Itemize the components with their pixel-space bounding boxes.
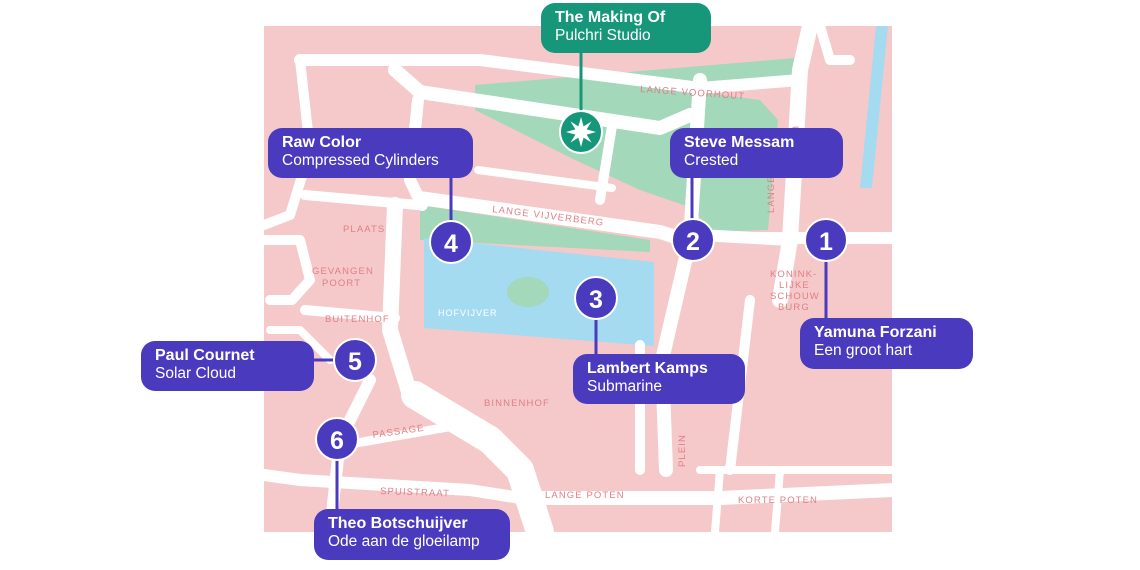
place-label-schouwburg-2: LIJKE — [779, 280, 810, 291]
special-location-card[interactable]: The Making Of Pulchri Studio — [541, 3, 711, 53]
place-label-binnenhof: BINNENHOF — [484, 398, 550, 409]
work-title-3: Submarine — [587, 378, 662, 395]
street-label-lange-vertical: LANGE — [766, 175, 777, 213]
artist-name-2: Steve Messam — [684, 134, 795, 151]
artist-name-1: Yamuna Forzani — [814, 324, 937, 341]
work-title-4: Compressed Cylinders — [282, 152, 439, 169]
street-label-plaats: PLAATS — [343, 224, 385, 235]
street-label-lange-poten: LANGE POTEN — [545, 490, 625, 501]
street-label-spuistraat: SPUISTRAAT — [380, 486, 450, 499]
artist-name-4: Raw Color — [282, 134, 362, 151]
place-label-schouwburg-1: KONINK- — [770, 269, 817, 280]
place-label-hofvijver: HOFVIJVER — [438, 308, 498, 318]
work-title-5: Solar Cloud — [155, 365, 236, 382]
work-title-6: Ode aan de gloeilamp — [328, 533, 480, 550]
location-card-5[interactable]: Paul Cournet Solar Cloud — [141, 341, 314, 391]
map-pin-4[interactable]: 4 — [429, 220, 473, 264]
location-card-4[interactable]: Raw Color Compressed Cylinders — [268, 128, 473, 178]
street-label-buitenhof: BUITENHOF — [325, 314, 390, 325]
map-pin-1[interactable]: 1 — [804, 218, 848, 262]
map-pin-6[interactable]: 6 — [315, 417, 359, 461]
street-label-gevangen: GEVANGEN — [312, 266, 374, 277]
special-location-name: The Making Of — [555, 9, 666, 26]
star-burst-icon[interactable] — [559, 110, 603, 154]
street-label-plein: PLEIN — [677, 434, 688, 467]
map-pin-5[interactable]: 5 — [333, 338, 377, 382]
map-pin-2[interactable]: 2 — [671, 218, 715, 262]
artist-name-6: Theo Botschuijver — [328, 515, 468, 532]
vijverberg-park — [420, 205, 650, 252]
special-location-work: Pulchri Studio — [555, 27, 651, 44]
lange-voorhout-park — [475, 58, 795, 232]
artist-name-3: Lambert Kamps — [587, 360, 708, 377]
work-title-1: Een groot hart — [814, 342, 913, 359]
work-title-2: Crested — [684, 152, 739, 169]
location-card-3[interactable]: Lambert Kamps Submarine — [573, 354, 745, 404]
street-label-poort: POORT — [322, 278, 361, 289]
map-pin-3[interactable]: 3 — [574, 276, 618, 320]
street-label-korte-poten: KORTE POTEN — [738, 495, 818, 506]
pond-island — [507, 277, 549, 307]
location-card-6[interactable]: Theo Botschuijver Ode aan de gloeilamp — [314, 509, 510, 560]
place-label-schouwburg-3: SCHOUW — [770, 291, 820, 302]
place-label-schouwburg-4: BURG — [778, 302, 810, 313]
location-card-2[interactable]: Steve Messam Crested — [670, 128, 843, 178]
canal — [860, 26, 888, 188]
location-card-1[interactable]: Yamuna Forzani Een groot hart — [800, 318, 973, 369]
artist-name-5: Paul Cournet — [155, 347, 255, 364]
